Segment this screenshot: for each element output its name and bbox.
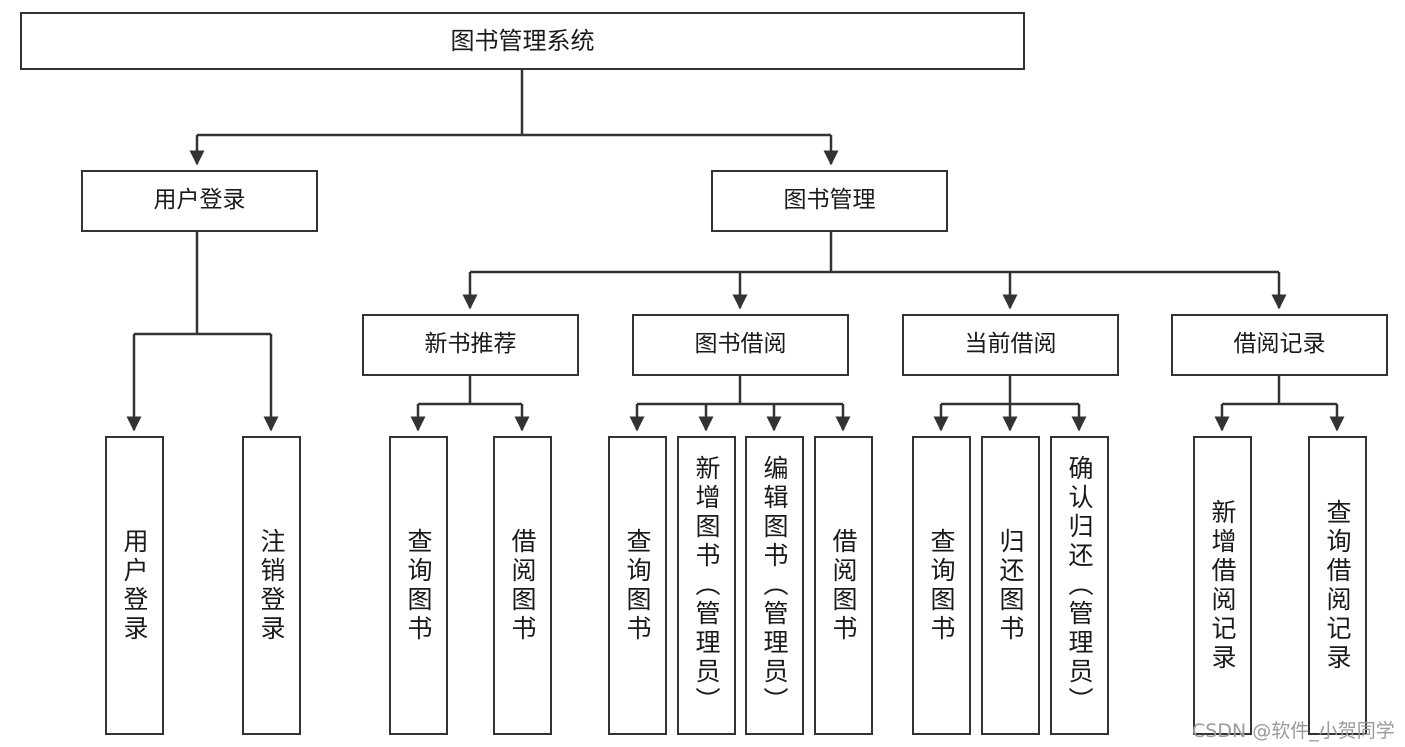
node-label: 查询图书 <box>927 527 956 644</box>
node-label: 当前借阅 <box>964 331 1057 358</box>
node-label: 借阅图书 <box>508 527 537 644</box>
node-new-book-recommendation[interactable]: 新书推荐 <box>362 314 579 376</box>
node-borrowing-records[interactable]: 借阅记录 <box>1171 314 1388 376</box>
leaf-book-borrow-add-admin[interactable]: 新增图书（管理员） <box>677 436 736 735</box>
node-user-login[interactable]: 用户登录 <box>81 170 318 232</box>
node-label: 确认归还（管理员） <box>1065 455 1094 716</box>
leaf-new-book-borrow[interactable]: 借阅图书 <box>493 436 552 735</box>
node-label: 编辑图书（管理员） <box>760 455 789 716</box>
node-label: 图书借阅 <box>694 331 787 358</box>
leaf-book-borrow-edit-admin[interactable]: 编辑图书（管理员） <box>745 436 804 735</box>
node-current-borrowing[interactable]: 当前借阅 <box>902 314 1119 376</box>
leaf-current-borrow-confirm-return-admin[interactable]: 确认归还（管理员） <box>1050 436 1109 735</box>
node-label: 新增图书（管理员） <box>692 455 721 716</box>
node-book-borrowing[interactable]: 图书借阅 <box>632 314 849 376</box>
node-label: 用户登录 <box>153 187 246 214</box>
node-label: 查询图书 <box>404 527 433 644</box>
node-label: 图书管理 <box>783 187 876 214</box>
csdn-watermark: CSDN @软件_小贺同学 <box>1192 720 1395 742</box>
leaf-user-login-logout[interactable]: 注销登录 <box>242 436 301 735</box>
node-label: 注销登录 <box>257 527 286 644</box>
node-label: 借阅图书 <box>829 527 858 644</box>
node-label: 新书推荐 <box>424 331 517 358</box>
leaf-book-borrow-query[interactable]: 查询图书 <box>608 436 667 735</box>
node-label: 图书管理系统 <box>450 26 595 55</box>
node-label: 用户登录 <box>120 527 149 644</box>
node-label: 归还图书 <box>996 527 1025 644</box>
node-label: 新增借阅记录 <box>1208 498 1237 673</box>
node-book-management[interactable]: 图书管理 <box>711 170 948 232</box>
node-label: 查询借阅记录 <box>1323 498 1352 673</box>
leaf-user-login-login[interactable]: 用户登录 <box>105 436 164 735</box>
leaf-book-borrow-borrow[interactable]: 借阅图书 <box>814 436 873 735</box>
node-label: 查询图书 <box>623 527 652 644</box>
leaf-borrow-record-add[interactable]: 新增借阅记录 <box>1193 436 1252 735</box>
leaf-current-borrow-return[interactable]: 归还图书 <box>981 436 1040 735</box>
leaf-borrow-record-query[interactable]: 查询借阅记录 <box>1308 436 1367 735</box>
leaf-current-borrow-query[interactable]: 查询图书 <box>912 436 971 735</box>
node-label: 借阅记录 <box>1233 331 1326 358</box>
node-root-book-management-system[interactable]: 图书管理系统 <box>20 12 1025 70</box>
leaf-new-book-query[interactable]: 查询图书 <box>389 436 448 735</box>
